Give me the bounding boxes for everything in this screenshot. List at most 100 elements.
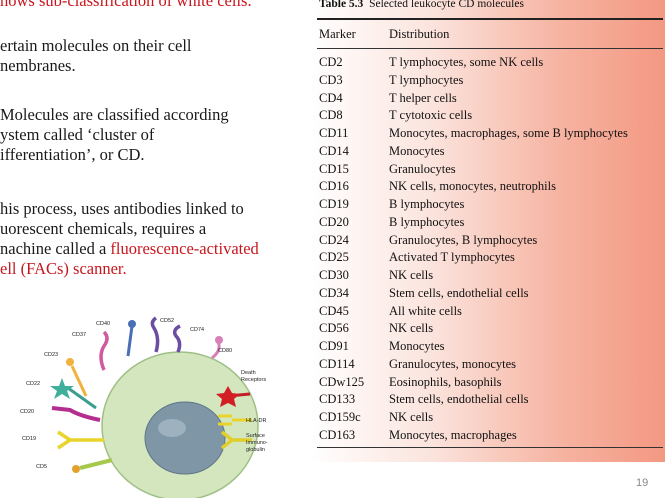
table-bottom-rule	[317, 447, 663, 448]
cell-distribution: NK cells	[389, 268, 434, 282]
cell-marker: CD91	[319, 339, 349, 353]
cd23-head	[66, 358, 74, 366]
cell-marker: CD159c	[319, 410, 361, 424]
cd74-shape	[172, 324, 182, 353]
cell-distribution: T helper cells	[389, 90, 457, 105]
cell-distribution: Stem cells, endothelial cells	[389, 392, 529, 407]
text-line: his process, uses antibodies linked to	[0, 199, 244, 218]
cell-nucleus	[144, 401, 226, 475]
text-line: ertain molecules on their cell	[0, 36, 192, 55]
cd23-stalk	[70, 365, 88, 397]
cd37-shape	[99, 330, 109, 371]
cell-distribution: NK cells, monocytes, neutrophils	[389, 179, 556, 194]
table-row: CD19 B lymphocytes	[319, 197, 663, 215]
label-globulin: globulin	[246, 447, 265, 453]
cell-distribution: Monocytes, macrophages	[389, 427, 517, 442]
table-row: CD24 Granulocytes, B lymphocytes	[319, 233, 663, 251]
cell-marker: CD2	[319, 55, 343, 69]
text-line: ystem called ‘cluster of	[0, 125, 155, 144]
cell-marker: CDw125	[319, 374, 365, 389]
paragraph-cell-molecules: ertain molecules on their cell nembranes…	[0, 36, 305, 76]
clipped-heading-text: hows sub-classification of white cells.	[0, 0, 252, 10]
label-cd22: CD22	[26, 381, 41, 387]
label-cd37: CD37	[72, 332, 87, 338]
cell-marker: CD14	[319, 143, 349, 158]
cell-distribution: Granulocytes, monocytes	[389, 356, 517, 371]
text-line: ifferentiation’, or CD.	[0, 145, 145, 164]
cell-marker: CD24	[319, 232, 349, 247]
column-header-marker: Marker	[319, 27, 356, 41]
hla-dr-shape	[218, 414, 252, 426]
cell-marker: CD15	[319, 161, 349, 176]
table-row: CD133 Stem cells, endothelial cells	[319, 392, 663, 410]
label-cd19: CD19	[22, 436, 37, 442]
cell-distribution: B lymphocytes	[389, 197, 465, 211]
page-number: 19	[636, 477, 649, 489]
label-death: Death	[241, 370, 256, 376]
text-line: nachine called a fluorescence-activated	[0, 239, 305, 259]
red-term-facs-scanner: ell (FACs) scanner.	[0, 259, 127, 278]
cd22-star	[50, 378, 74, 399]
cd22-stalk	[67, 386, 97, 410]
paragraph-cd-classification: Molecules are classified according ystem…	[0, 105, 305, 165]
table-row: CD3 T lymphocytes	[319, 73, 663, 91]
text-line: nembranes.	[0, 56, 76, 75]
cell-distribution: T lymphocytes, some NK cells	[389, 55, 544, 69]
label-cd52: CD52	[160, 318, 175, 324]
table-number: Table 5.3	[319, 0, 364, 10]
text-line: Molecules are classified according	[0, 105, 229, 124]
label-hla-dr: HLA-DR	[246, 418, 267, 424]
column-header-distribution: Distribution	[389, 27, 450, 41]
cell-marker: CD45	[319, 303, 349, 318]
cd-molecules-table-panel: Table 5.3 Selected leukocyte CD molecule…	[309, 0, 665, 462]
cell-marker: CD19	[319, 197, 349, 211]
cd40-stalk	[126, 325, 134, 357]
cell-marker: CD133	[319, 392, 356, 407]
cell-distribution: T lymphocytes	[389, 72, 464, 87]
cell-surface-markers-diagram: CD40 CD52 CD74 CD37 CD80 CD23 Death Rece…	[0, 308, 305, 498]
cell-distribution: Stem cells, endothelial cells	[389, 285, 529, 300]
cell-marker: CD56	[319, 321, 349, 336]
table-row: CD34 Stem cells, endothelial cells	[319, 286, 663, 304]
cell-marker: CD3	[319, 72, 343, 87]
cell-marker: CD114	[319, 356, 355, 371]
label-cd40: CD40	[96, 321, 111, 327]
cell-diagram-graphic	[50, 316, 259, 498]
label-cd20: CD20	[20, 409, 35, 415]
red-term-fluorescence-activated: fluorescence-activated	[110, 239, 259, 258]
label-immuno: Immuno-	[246, 440, 268, 446]
cell-marker: CD20	[319, 214, 349, 229]
cell-marker: CD25	[319, 250, 349, 265]
cell-marker: CD34	[319, 285, 349, 300]
label-cd23: CD23	[44, 352, 59, 358]
table-title: Selected leukocyte CD molecules	[369, 0, 524, 10]
label-surface: Surface	[246, 433, 265, 439]
surface-ig-shape	[220, 430, 252, 450]
death-receptor-star	[216, 386, 240, 407]
cd40-head	[128, 320, 136, 328]
label-receptors: Receptors	[241, 377, 267, 383]
cell-distribution: Granulocytes, B lymphocytes	[389, 232, 538, 247]
label-cd74: CD74	[190, 327, 205, 333]
cell-marker: CD8	[319, 108, 343, 123]
cd80-head	[215, 336, 223, 344]
cd5-shape	[79, 458, 113, 470]
paragraph-facs: his process, uses antibodies linked to u…	[0, 199, 305, 279]
table-caption: Table 5.3 Selected leukocyte CD molecule…	[319, 0, 524, 10]
table-row: CD114 Granulocytes, monocytes	[319, 357, 663, 375]
table-row: CD2 T lymphocytes, some NK cells	[319, 55, 663, 73]
text-segment: nachine called a	[0, 239, 111, 258]
